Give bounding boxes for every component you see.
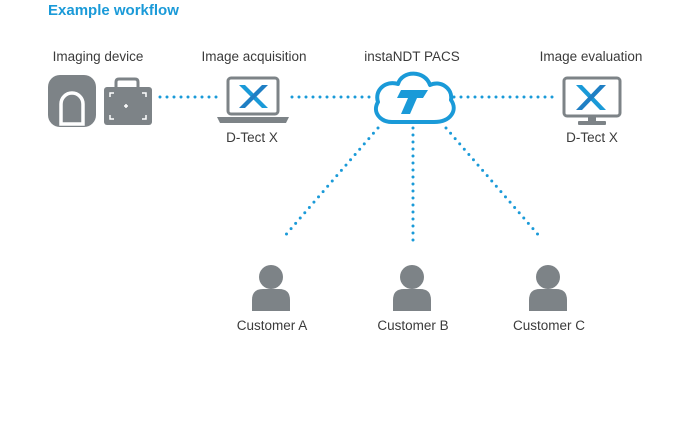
evaluation-software-label: D-Tect X — [566, 130, 618, 145]
dtect-x-logo — [239, 85, 268, 108]
pacs-label: instaNDT PACS — [364, 49, 460, 64]
connector-pacs-customer-a — [281, 126, 380, 240]
instandt-logo-icon — [397, 90, 428, 114]
customer-a-label: Customer A — [236, 318, 308, 333]
customer-b-user-icon — [393, 265, 431, 311]
customer-b-label: Customer B — [377, 318, 449, 333]
acquisition-software-label: D-Tect X — [226, 130, 278, 145]
detector-case-icon — [104, 77, 152, 125]
monitor-icon — [562, 76, 622, 125]
scanner-icon — [48, 75, 96, 127]
customer-a-user-icon — [252, 265, 290, 311]
image-evaluation-label: Image evaluation — [539, 49, 643, 64]
dtect-x-logo — [576, 85, 606, 110]
diagram-title: Example workflow — [48, 2, 179, 19]
cloud-icon — [373, 71, 456, 124]
image-acquisition-label: Image acquisition — [201, 49, 307, 64]
connector-pacs-customer-c — [444, 126, 543, 240]
laptop-icon — [217, 76, 289, 123]
customer-c-user-icon — [529, 265, 567, 311]
customer-c-label: Customer C — [512, 318, 586, 333]
imaging-device-label: Imaging device — [52, 49, 144, 64]
